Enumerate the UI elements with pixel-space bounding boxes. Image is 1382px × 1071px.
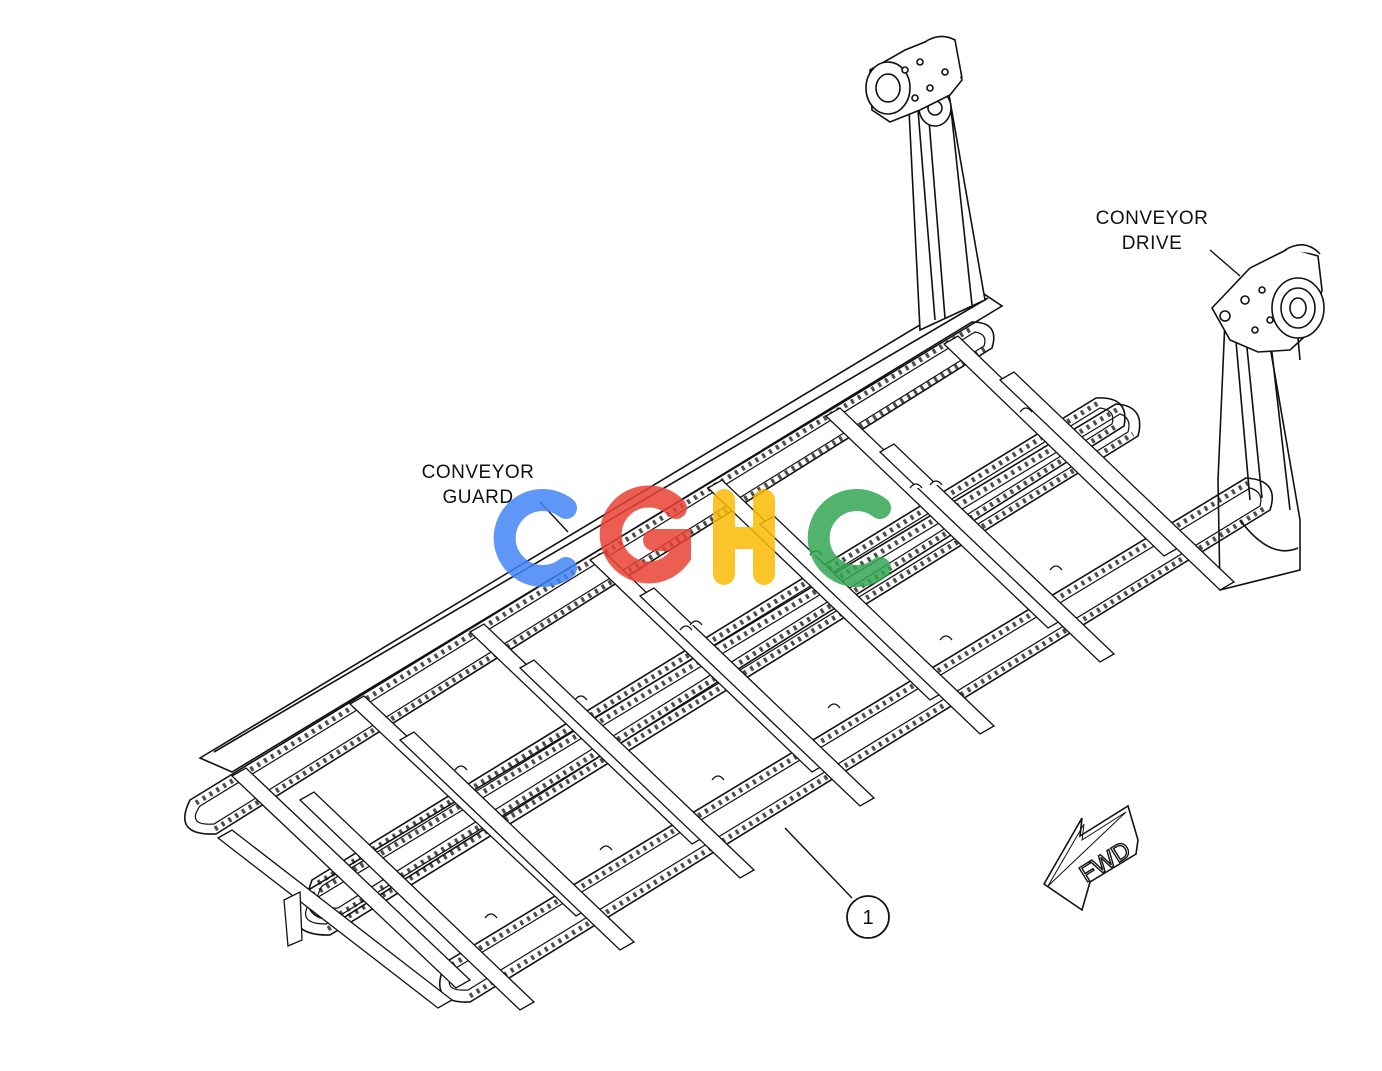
watermark-letter-h [713,489,775,585]
watermark-letter-c2 [807,489,891,587]
lower-left-bracket [283,890,303,947]
item-1-leader-line [784,827,853,899]
watermark-logo [493,485,891,587]
conveyor-drive-label-line-2: DRIVE [1122,233,1183,254]
item-balloon-1: 1 [784,827,890,939]
item-1-number: 1 [862,907,873,929]
fwd-direction-arrow: FWD [1042,804,1139,912]
fwd-arrow-bevel [1047,811,1127,887]
conveyor-guard-label-line-2: GUARD [442,487,513,508]
left-drive-motor [865,35,963,123]
watermark-letter-c1 [493,489,577,587]
conveyor-guard-label-line-1: CONVEYOR [422,462,535,483]
item-1-circle [846,895,890,939]
cross-slats [216,335,1236,1011]
chain-strand-1 [184,321,995,835]
slat-clips [454,407,1063,919]
conveyor-drive-callout: CONVEYOR DRIVE [1096,208,1241,277]
conveyor-drive-leader-line [1209,249,1241,277]
right-drive-support [1217,298,1301,592]
watermark-letter-g [599,485,691,584]
right-conveyor-drive-motor [1211,244,1325,361]
fwd-arrow-shape [1042,804,1139,912]
conveyor-guard-callout: CONVEYOR GUARD [422,462,569,533]
conveyor-drive-label-line-1: CONVEYOR [1096,208,1209,229]
